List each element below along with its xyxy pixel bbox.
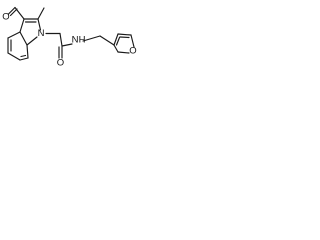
methyl-bond xyxy=(37,7,45,20)
furan-bond-4 xyxy=(117,51,130,54)
carbonyl-nh-bond xyxy=(61,43,73,47)
ch2-carbonyl-bond xyxy=(59,32,63,47)
benzene-ring xyxy=(7,31,29,61)
furan-oxygen-label: O xyxy=(129,46,136,57)
benzene-bond-3 xyxy=(7,52,21,61)
furan-bond-1 xyxy=(113,33,119,46)
benzene-inner-2 xyxy=(20,54,27,58)
chemical-structure-diagram: O N O N H O xyxy=(2,6,137,69)
furan-bond-5 xyxy=(113,44,119,53)
amide-nitrogen-label: N xyxy=(72,35,79,46)
pyrrole-ring xyxy=(19,18,42,46)
aldehyde-co-bond xyxy=(7,6,16,15)
furan-bond-3 xyxy=(130,34,135,48)
benzene-bond-5 xyxy=(26,44,29,59)
aldehyde-c-ring-bond xyxy=(14,6,25,20)
ch2-furan-bond xyxy=(99,35,115,46)
furan-bond-2 xyxy=(117,33,132,36)
furan-inner-1 xyxy=(119,36,130,39)
aldehyde-oxygen-label: O xyxy=(2,12,9,23)
furfuryl-group xyxy=(82,33,135,54)
ring-bond-n1-c7a xyxy=(26,36,38,46)
ring-bond-c2-n1 xyxy=(37,18,42,31)
ring-bond-c3a-c3 xyxy=(19,18,25,33)
aldehyde-group xyxy=(7,6,25,20)
amide-oxygen-label: O xyxy=(57,58,64,69)
benzene-bond-4 xyxy=(19,57,29,61)
nh-ch2-bond xyxy=(82,35,101,42)
aldehyde-co-bond-inner xyxy=(9,8,18,17)
ring-bond-c7a-c3a xyxy=(19,31,28,46)
indole-nitrogen-label: N xyxy=(38,28,45,39)
benzene-bond-1 xyxy=(7,31,21,39)
furan-inner-2 xyxy=(115,36,121,46)
amide-hydrogen-label: H xyxy=(79,35,86,46)
acetamide-linker xyxy=(45,32,73,59)
